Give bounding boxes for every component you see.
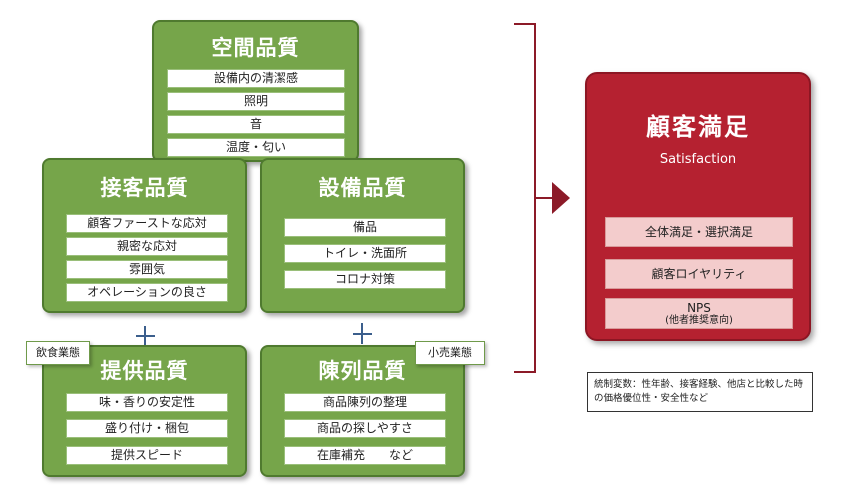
display-quality-box: 陳列品質 商品陳列の整理 商品の探しやすさ 在庫補充 など — [260, 345, 465, 477]
service-item-intimate: 親密な応対 — [66, 237, 228, 256]
facility-item-covid: コロナ対策 — [284, 270, 446, 289]
space-item-lighting: 照明 — [167, 92, 345, 111]
offer-item-plating: 盛り付け・梱包 — [66, 419, 228, 438]
offer-tag-restaurant: 飲食業態 — [26, 341, 90, 365]
note-line-1: 統制変数：性年齢、接客経験、他店と比較した時 — [594, 379, 804, 390]
offer-item-speed: 提供スピード — [66, 446, 228, 465]
customer-satisfaction-title: 顧客満足 — [646, 113, 750, 141]
satisfaction-item-loyalty: 顧客ロイヤリティ — [605, 259, 793, 289]
service-quality-box: 接客品質 顧客ファーストな応対 親密な応対 雰囲気 オペレーションの良さ — [42, 158, 247, 313]
space-quality-title: 空間品質 — [211, 36, 300, 60]
service-item-atmosphere: 雰囲気 — [66, 260, 228, 279]
display-item-arrangement: 商品陳列の整理 — [284, 393, 446, 412]
offer-quality-box: 提供品質 味・香りの安定性 盛り付け・梱包 提供スピード — [42, 345, 247, 477]
facility-quality-title: 設備品質 — [318, 176, 407, 200]
nps-label: NPS — [687, 301, 711, 315]
satisfaction-item-overall: 全体満足・選択満足 — [605, 217, 793, 247]
service-item-customer-first: 顧客ファーストな応対 — [66, 214, 228, 233]
service-item-operation: オペレーションの良さ — [66, 283, 228, 302]
space-item-sound: 音 — [167, 115, 345, 134]
facility-item-restroom: トイレ・洗面所 — [284, 244, 446, 263]
customer-satisfaction-box: 顧客満足 Satisfaction 全体満足・選択満足 顧客ロイヤリティ NPS… — [585, 72, 811, 341]
display-item-findability: 商品の探しやすさ — [284, 419, 446, 438]
note-line-2: の価格優位性・安全性など — [594, 393, 709, 404]
space-quality-box: 空間品質 設備内の清潔感 照明 音 温度・匂い — [152, 20, 359, 162]
facility-quality-box: 設備品質 備品 トイレ・洗面所 コロナ対策 — [260, 158, 465, 313]
display-tag-retail: 小売業態 — [415, 341, 485, 365]
space-item-cleanliness: 設備内の清潔感 — [167, 69, 345, 88]
service-quality-title: 接客品質 — [100, 176, 189, 200]
satisfaction-item-nps: NPS (他者推奨意向) — [605, 298, 793, 329]
plus-left-v — [144, 326, 146, 347]
display-item-restock: 在庫補充 など — [284, 446, 446, 465]
offer-quality-title: 提供品質 — [100, 359, 189, 383]
offer-item-taste: 味・香りの安定性 — [66, 393, 228, 412]
display-quality-title: 陳列品質 — [318, 359, 407, 383]
control-variables-note: 統制変数：性年齢、接客経験、他店と比較した時 の価格優位性・安全性など — [587, 372, 813, 412]
satisfaction-subtitle: Satisfaction — [659, 152, 737, 167]
nps-sublabel: (他者推奨意向) — [665, 315, 733, 326]
plus-right-v — [361, 323, 363, 344]
space-item-temperature: 温度・匂い — [167, 138, 345, 157]
facility-item-supplies: 備品 — [284, 218, 446, 237]
